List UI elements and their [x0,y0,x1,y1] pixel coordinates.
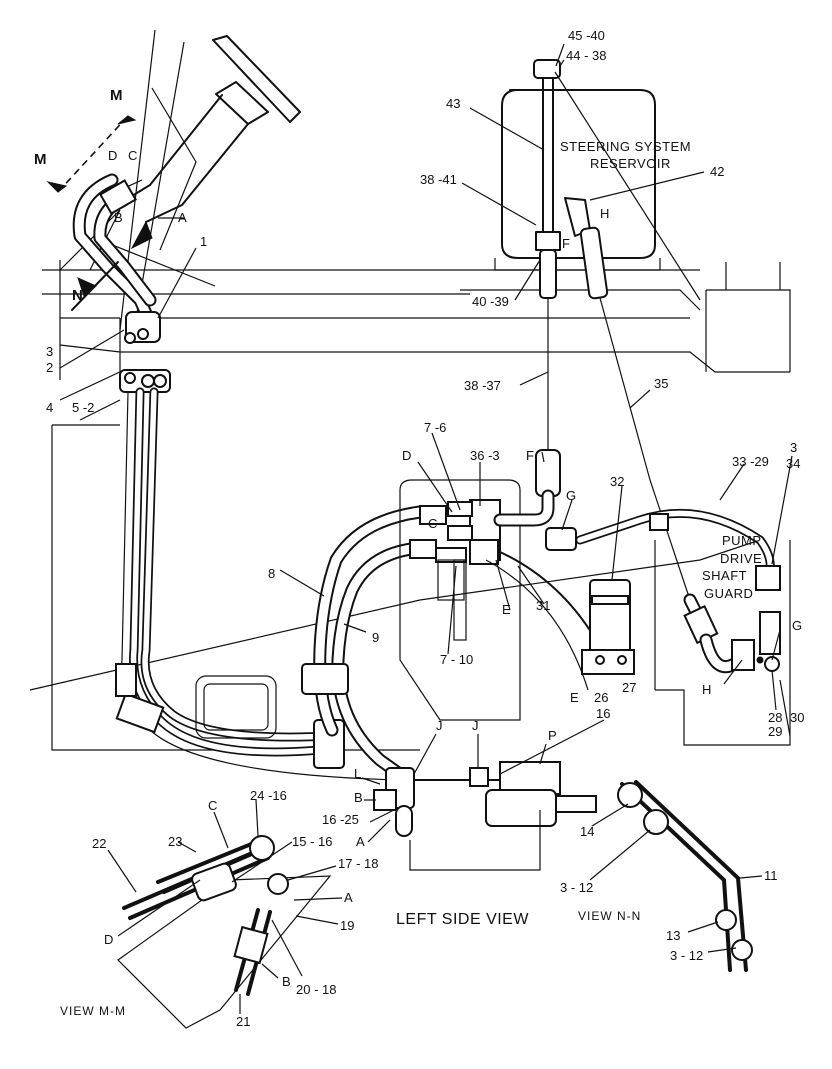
reservoir-title-line2: RESERVOIR [590,156,671,171]
leader-lines [59,43,793,1014]
label-g-right: G [792,618,802,633]
label-b-mm: B [282,974,291,989]
pump-32 [581,579,635,675]
label-28: 28 [768,710,782,725]
right-fittings [731,565,781,672]
label-24-16: 24 -16 [250,788,287,803]
label-45-40: 45 -40 [568,28,605,43]
label-40-39: 40 -39 [472,294,509,309]
label-b-low: B [354,790,363,805]
guard-line4: GUARD [704,586,753,601]
label-29: 29 [768,724,782,739]
label-38-37: 38 -37 [464,378,501,393]
reservoir-title-line1: STEERING SYSTEM [560,139,691,154]
steering-wheel [119,35,301,223]
label-d-top: D [108,148,117,163]
label-l: L [354,766,361,781]
view-nn-caption: VIEW N-N [578,909,641,923]
guard-line1: PUMP [722,533,762,548]
label-19: 19 [340,918,354,933]
label-3: 3 [46,344,53,359]
label-a-mm: A [344,890,353,905]
steering-system-reservoir [494,59,701,301]
section-mark-n-upper: N [140,227,151,244]
label-31: 31 [536,598,550,613]
label-26: 26 [594,690,608,705]
view-nn [617,780,753,972]
label-35: 35 [654,376,668,391]
label-16-right: 16 [596,706,610,721]
guard-line3: SHAFT [702,568,747,583]
label-p: P [548,728,557,743]
label-34: 34 [786,456,800,471]
label-15-16: 15 - 16 [292,834,332,849]
label-32: 32 [610,474,624,489]
label-h-top: H [600,206,609,221]
label-f-top: F [562,236,570,251]
label-23: 23 [168,834,182,849]
label-7-6: 7 -6 [424,420,446,435]
label-g-mid: G [566,488,576,503]
label-e-mid: E [502,602,511,617]
label-h-right: H [702,682,711,697]
steering-valve-assembly [72,173,171,393]
label-3-12-a: 3 - 12 [560,880,593,895]
label-42: 42 [710,164,724,179]
label-7-10: 7 - 10 [440,652,473,667]
section-markers [46,115,153,311]
label-4: 4 [46,400,53,415]
label-2: 2 [46,360,53,375]
label-e-low: E [570,690,579,705]
label-d-mm: D [104,932,113,947]
label-8: 8 [268,566,275,581]
section-mark-m-upper: M [110,87,123,104]
label-27: 27 [622,680,636,695]
label-13: 13 [666,928,680,943]
label-c-mm: C [208,798,217,813]
view-mm [117,835,332,1029]
label-16-25: 16 -25 [322,812,359,827]
section-mark-m-lower: M [34,151,47,168]
lower-junction [373,761,597,871]
left-side-view-caption: LEFT SIDE VIEW [396,911,529,928]
label-43: 43 [446,96,460,111]
label-22: 22 [92,836,106,851]
label-d-mid: D [402,448,411,463]
label-5-2: 5 -2 [72,400,94,415]
hoses-8-9 [195,505,427,787]
label-a-top: A [178,210,187,225]
label-b-top: B [114,210,123,225]
label-c-top: C [128,148,137,163]
label-36-3: 36 -3 [470,448,500,463]
pump-hoses [485,508,775,691]
projection-lines [29,29,791,751]
label-14: 14 [580,824,594,839]
guard-line2: DRIVE [720,551,762,566]
label-1: 1 [200,234,207,249]
label-f-mid: F [526,448,534,463]
label-21: 21 [236,1014,250,1029]
label-17-18: 17 - 18 [338,856,378,871]
label-38-41: 38 -41 [420,172,457,187]
label-3-right: 3 [790,440,797,455]
center-valve-block [399,479,531,721]
label-44-38: 44 - 38 [566,48,606,63]
label-30: 30 [790,710,804,725]
view-mm-caption: VIEW M-M [60,1004,126,1018]
label-j-1: J [436,718,443,733]
label-3-12-b: 3 - 12 [670,948,703,963]
label-a-low: A [356,834,365,849]
label-20-18: 20 - 18 [296,982,336,997]
label-j-2: J [472,718,479,733]
label-33-29: 33 -29 [732,454,769,469]
label-9: 9 [372,630,379,645]
section-mark-n-lower: N [72,287,83,304]
label-11: 11 [764,868,778,883]
label-c-mid: C [428,516,437,531]
